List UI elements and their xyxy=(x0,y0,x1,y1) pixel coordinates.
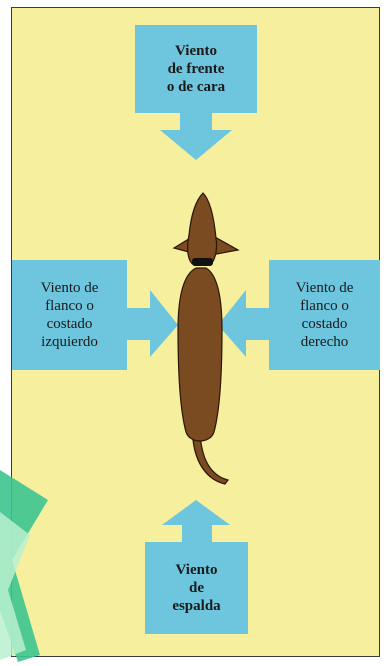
wind-front-line: Viento xyxy=(175,43,217,59)
wind-right-line: derecho xyxy=(300,334,349,350)
wind-right-label: Viento de flanco o costado derecho xyxy=(269,260,380,370)
arrow-up-icon xyxy=(162,500,230,542)
wind-right-line: costado xyxy=(301,316,348,332)
arrow-left-icon xyxy=(218,290,269,357)
wind-front-line: de frente xyxy=(167,61,225,77)
wind-left-line: flanco o xyxy=(45,298,94,314)
wind-front-label: Viento de frente o de cara xyxy=(135,25,257,113)
arrow-down-icon xyxy=(160,113,232,160)
arrow-right-icon xyxy=(127,290,178,357)
wind-right-line: Viento de xyxy=(295,280,354,296)
wind-back-line: de xyxy=(189,580,204,596)
wind-right-line: flanco o xyxy=(300,298,349,314)
wind-back-line: Viento xyxy=(175,562,218,578)
dog-top-view-icon xyxy=(172,192,240,485)
corner-decoration xyxy=(0,512,30,660)
wind-front-line: o de cara xyxy=(166,79,226,95)
wind-left-line: Viento de xyxy=(40,280,99,296)
wind-left-line: izquierdo xyxy=(41,334,98,350)
wind-left-label: Viento de flanco o costado izquierdo xyxy=(12,260,127,370)
wind-back-label: Viento de espalda xyxy=(145,542,248,634)
wind-back-line: espalda xyxy=(172,598,221,614)
wind-left-line: costado xyxy=(46,316,93,332)
